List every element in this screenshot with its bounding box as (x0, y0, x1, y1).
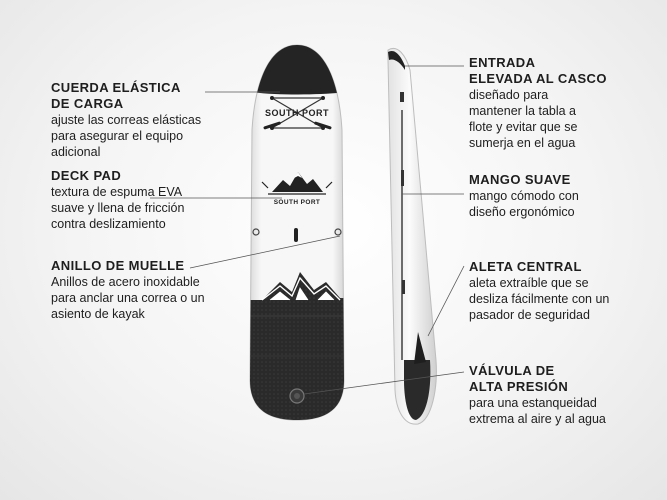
feature-title: DE CARGA (51, 96, 124, 111)
leader-lines (150, 65, 465, 395)
feature-desc: textura de espuma EVA (51, 185, 183, 199)
feature-title: ENTRADA (469, 55, 536, 70)
d-ring-left (252, 228, 260, 236)
handle (294, 228, 298, 242)
feature-desc: para anclar una correa o un (51, 291, 205, 305)
feature-desc: aleta extraíble que se (469, 276, 589, 290)
feature-desc: ajuste las correas elásticas (51, 113, 202, 127)
feature-cuerda-elastica: CUERDA ELÁSTICA DE CARGA ajuste las corr… (51, 80, 261, 160)
feature-title: CUERDA ELÁSTICA (51, 80, 181, 95)
board-side-view (387, 48, 437, 425)
feature-title: MANGO SUAVE (469, 172, 571, 187)
feature-desc: adicional (51, 145, 101, 159)
side-tail (404, 360, 431, 420)
feature-title: ELEVADA AL CASCO (469, 71, 607, 86)
brand-name-mid: SOUTH PORT (274, 199, 321, 206)
feature-mango-suave: MANGO SUAVE mango cómodo con diseño ergo… (469, 172, 659, 220)
feature-desc: extrema al aire y al agua (469, 412, 606, 426)
feature-anillo-de-muelle: ANILLO DE MUELLE Anillos de acero inoxid… (51, 258, 251, 322)
feature-deck-pad: DECK PAD textura de espuma EVA suave y l… (51, 168, 261, 232)
feature-aleta-central: ALETA CENTRAL aleta extraíble que se des… (469, 259, 659, 323)
feature-desc: flote y evitar que se (469, 120, 578, 134)
feature-title: DECK PAD (51, 168, 122, 183)
feature-desc: diseño ergonómico (469, 205, 575, 219)
feature-desc: mango cómodo con (469, 189, 579, 203)
center-logo (261, 172, 333, 195)
side-fin (414, 332, 426, 364)
feature-desc: asiento de kayak (51, 307, 145, 321)
feature-desc: Anillos de acero inoxidable (51, 275, 200, 289)
feature-desc: contra deslizamiento (51, 217, 166, 231)
feature-valvula-alta-presion: VÁLVULA DE ALTA PRESIÓN para una estanqu… (469, 363, 659, 427)
feature-desc: desliza fácilmente con un (469, 292, 610, 306)
feature-title: VÁLVULA DE (469, 363, 555, 378)
feature-title: ALETA CENTRAL (469, 259, 582, 274)
paddle-graphic (263, 121, 332, 130)
feature-desc: para asegurar el equipo (51, 129, 184, 143)
feature-desc: pasador de seguridad (469, 308, 590, 322)
feature-entrada-elevada: ENTRADA ELEVADA AL CASCO diseñado para m… (469, 55, 659, 151)
feature-desc: sumerja en el agua (469, 136, 576, 150)
d-ring-right (334, 228, 342, 236)
feature-title: ALTA PRESIÓN (469, 379, 569, 394)
feature-desc: para una estanqueidad (469, 396, 597, 410)
feature-desc: diseñado para (469, 88, 549, 102)
feature-desc: mantener la tabla a (469, 104, 577, 118)
brand-name-top: SOUTH PORT (265, 108, 329, 118)
feature-desc: suave y llena de fricción (51, 201, 185, 215)
feature-title: ANILLO DE MUELLE (51, 258, 185, 273)
